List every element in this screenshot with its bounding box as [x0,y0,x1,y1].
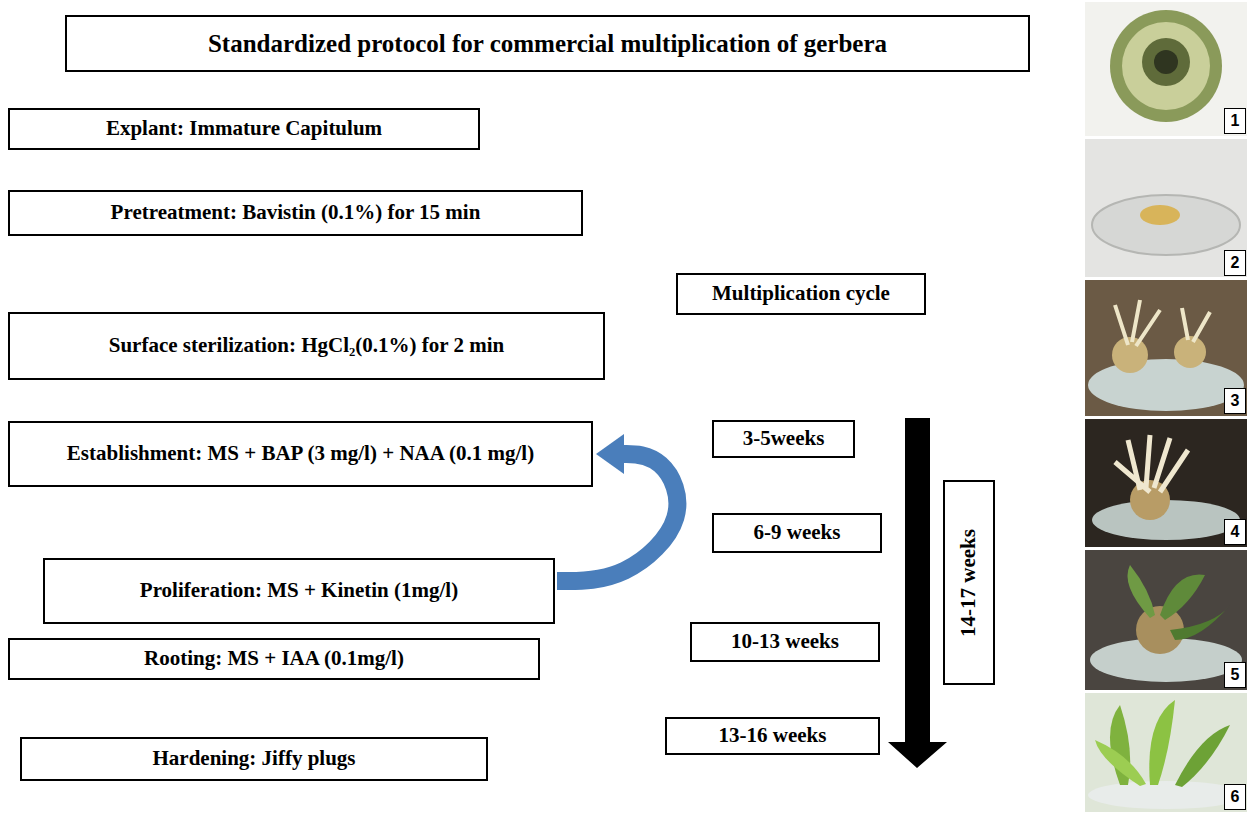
step-box: Rooting: MS + IAA (0.1mg/l) [8,638,540,680]
box-text: 3-5weeks [743,426,825,451]
duration-box: 13-16 weeks [665,717,880,755]
cycle-label-box: Multiplication cycle [676,273,926,315]
photo-capitulum [1085,2,1247,136]
timeline-arrow [888,418,947,768]
box-text: Establishment: MS + BAP (3 mg/l) + NAA (… [67,441,534,466]
box-text: Explant: Immature Capitulum [106,116,382,141]
step-box: Establishment: MS + BAP (3 mg/l) + NAA (… [8,421,593,487]
callout-number: 4 [1224,519,1246,545]
box-text: Hardening: Jiffy plugs [152,746,355,771]
photo-proliferation [1085,419,1247,547]
step-box: Surface sterilization: HgCl₂(0.1%) for 2… [8,312,605,380]
box-text: 6-9 weeks [754,520,841,545]
title-box: Standardized protocol for commercial mul… [65,15,1030,72]
duration-box: 10-13 weeks [690,622,880,662]
box-text: Surface sterilization: HgCl₂(0.1%) for 2… [109,333,505,358]
photo-establishment [1085,280,1247,416]
box-text: Multiplication cycle [712,281,890,306]
step-box: Hardening: Jiffy plugs [20,737,488,781]
total-duration-box: 14-17 weeks [943,480,995,685]
box-text: 13-16 weeks [719,723,827,748]
box-text: Rooting: MS + IAA (0.1mg/l) [144,646,404,671]
box-text: 14-17 weeks [956,529,981,637]
duration-box: 3-5weeks [712,420,855,458]
step-box: Proliferation: MS + Kinetin (1mg/l) [43,558,555,624]
callout-number: 5 [1224,662,1246,688]
callout-number: 1 [1224,108,1246,134]
photo-petri-dish [1085,139,1247,277]
box-text: 10-13 weeks [731,629,839,654]
box-text: Proliferation: MS + Kinetin (1mg/l) [140,578,458,603]
box-text: Pretreatment: Bavistin (0.1%) for 15 min [111,200,481,225]
duration-box: 6-9 weeks [712,513,882,553]
step-box: Pretreatment: Bavistin (0.1%) for 15 min [8,190,583,236]
callout-number: 3 [1224,388,1246,414]
callout-number: 2 [1224,250,1246,276]
photo-shoots [1085,550,1247,690]
callout-number: 6 [1224,784,1246,810]
photo-plantlets [1085,693,1247,812]
arrow-head [596,434,624,474]
step-box: Explant: Immature Capitulum [8,108,480,150]
